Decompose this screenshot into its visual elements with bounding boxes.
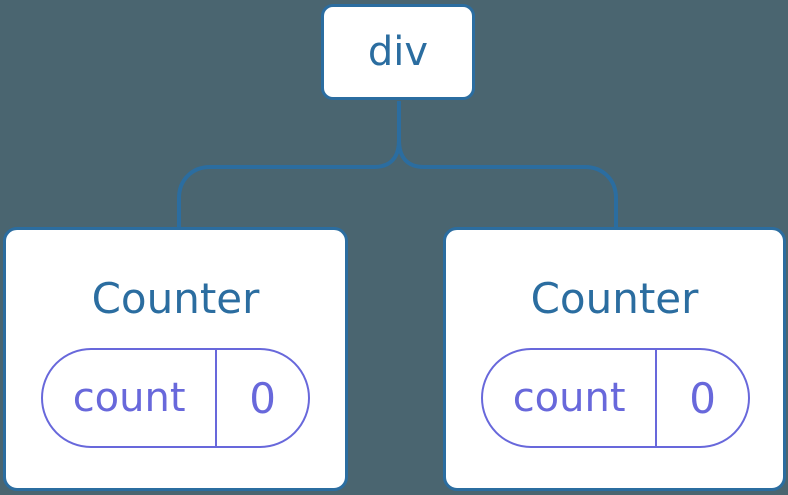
tree-connector-lines [177, 101, 618, 230]
root-node-label: div [367, 29, 429, 75]
counter-title: Counter [91, 274, 260, 323]
state-key: count [72, 375, 186, 421]
connector-right-branch [397, 101, 618, 230]
state-pill: count 0 [481, 348, 750, 448]
state-pill: count 0 [41, 348, 310, 448]
counter-title: Counter [530, 274, 699, 323]
state-value: 0 [655, 350, 748, 446]
state-key: count [512, 375, 626, 421]
counter-card-right: Counter count 0 [443, 227, 786, 491]
root-node-div: div [321, 4, 475, 100]
counter-card-left: Counter count 0 [3, 227, 348, 491]
state-value: 0 [215, 350, 308, 446]
connector-left-branch [177, 101, 401, 230]
